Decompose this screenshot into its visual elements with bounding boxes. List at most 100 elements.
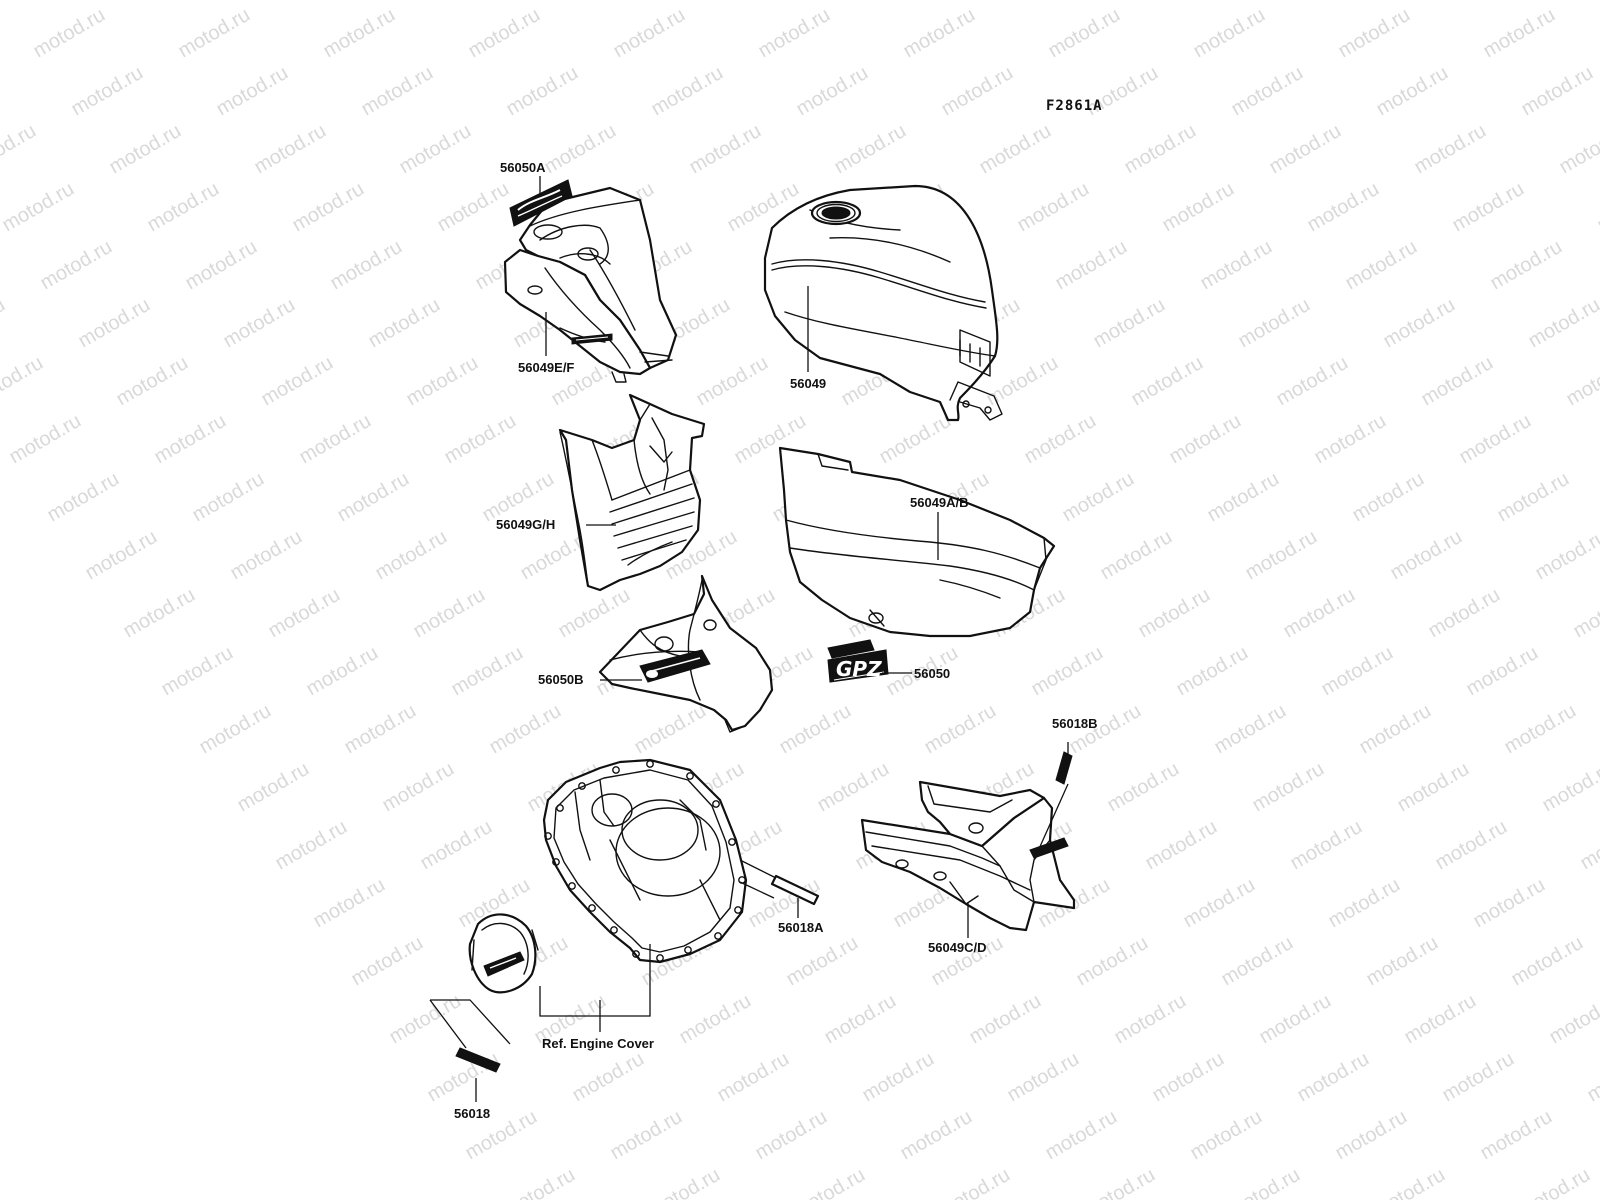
watermark-text: motod.ru <box>0 352 47 411</box>
watermark-text: motod.ru <box>75 294 154 353</box>
watermark-text: motod.ru <box>379 758 458 817</box>
tail-cowl <box>860 780 1076 932</box>
watermark-text: motod.ru <box>1411 120 1490 179</box>
label-56049EF: 56049E/F <box>518 360 574 375</box>
watermark-text: motod.ru <box>1097 526 1176 585</box>
watermark-text: motod.ru <box>1532 526 1600 585</box>
watermark-text: motod.ru <box>417 816 496 875</box>
watermark-text: motod.ru <box>1370 1164 1449 1200</box>
part-labels: 56050A 56049E/F 56049 56049G/H 56049A/B … <box>454 160 1098 1121</box>
bolt-hole <box>556 804 564 812</box>
watermark-text: motod.ru <box>234 758 313 817</box>
watermark-text: motod.ru <box>1363 932 1442 991</box>
watermark-text: motod.ru <box>327 236 406 295</box>
watermark-text: motod.ru <box>151 410 230 469</box>
watermark-text: motod.ru <box>1487 236 1566 295</box>
pickup-cover <box>468 913 539 994</box>
watermark-text: motod.ru <box>755 4 834 63</box>
watermark-text: motod.ru <box>1173 642 1252 701</box>
watermark-text: motod.ru <box>1477 1106 1556 1165</box>
watermark-text: motod.ru <box>441 410 520 469</box>
engine-cover-gasket <box>542 758 748 964</box>
watermark-text: motod.ru <box>1021 410 1100 469</box>
watermark-text: motod.ru <box>0 178 78 237</box>
watermark-text: motod.ru <box>1149 1048 1228 1107</box>
watermark-text: motod.ru <box>1104 758 1183 817</box>
watermark-text: motod.ru <box>1197 236 1276 295</box>
watermark-text: motod.ru <box>348 932 427 991</box>
watermark-text: motod.ru <box>693 352 772 411</box>
watermark-text: motod.ru <box>610 4 689 63</box>
watermark-text: motod.ru <box>1539 758 1600 817</box>
watermark-text: motod.ru <box>1332 1106 1411 1165</box>
watermark-text: motod.ru <box>1294 1048 1373 1107</box>
watermark-text: motod.ru <box>900 4 979 63</box>
watermark-text: motod.ru <box>921 700 1000 759</box>
decal-kawasaki-upper <box>509 179 573 227</box>
watermark-text: motod.ru <box>1004 1048 1083 1107</box>
emblem-56018B <box>1055 751 1073 785</box>
watermark-text: motod.ru <box>410 584 489 643</box>
watermark-text: motod.ru <box>1525 294 1600 353</box>
watermark-text: motod.ru <box>1325 874 1404 933</box>
watermark-text: motod.ru <box>272 816 351 875</box>
watermark-text: motod.ru <box>541 120 620 179</box>
watermark-text: motod.ru <box>1401 990 1480 1049</box>
watermark-text: motod.ru <box>1449 178 1528 237</box>
gasket-bolts <box>544 760 746 962</box>
watermark-text: motod.ru <box>1546 990 1600 1049</box>
watermark-text: motod.ru <box>358 62 437 121</box>
watermark-text: motod.ru <box>1187 1106 1266 1165</box>
watermark-text: motod.ru <box>258 352 337 411</box>
bolt-hole <box>544 832 552 840</box>
watermark-text: motod.ru <box>1059 468 1138 527</box>
watermark-text: motod.ru <box>1463 642 1542 701</box>
watermark-text: motod.ru <box>1480 4 1559 63</box>
watermark-text: motod.ru <box>714 1048 793 1107</box>
lower-cowl <box>598 574 774 733</box>
watermark-text: motod.ru <box>1318 642 1397 701</box>
watermark-text: motod.ru <box>196 700 275 759</box>
label-56049: 56049 <box>790 376 826 391</box>
watermark-text: motod.ru <box>289 178 368 237</box>
watermark-text: motod.ru <box>1508 932 1587 991</box>
watermark-text: motod.ru <box>1235 294 1314 353</box>
watermark-text: motod.ru <box>1007 0 1086 4</box>
bolt-hole <box>578 782 586 790</box>
watermark-text: motod.ru <box>1273 352 1352 411</box>
bolt-hole <box>656 954 664 962</box>
watermark-text: motod.ru <box>1152 0 1231 4</box>
watermark-text: motod.ru <box>37 236 116 295</box>
watermark-text: motod.ru <box>938 62 1017 121</box>
decal-gpz: GPZ <box>827 639 889 683</box>
watermark-text: motod.ru <box>572 0 651 4</box>
watermark-text: motod.ru <box>1256 990 1335 1049</box>
bolt-hole <box>712 800 720 808</box>
watermark-text: motod.ru <box>434 178 513 237</box>
watermark-text: motod.ru <box>717 0 796 4</box>
watermark-text: motod.ru <box>386 990 465 1049</box>
bolt-hole <box>552 858 560 866</box>
watermark-text: motod.ru <box>120 584 199 643</box>
bolt-hole <box>588 904 596 912</box>
watermark-text: motod.ru <box>158 642 237 701</box>
watermark-text: motod.ru <box>334 468 413 527</box>
watermark-text: motod.ru <box>1142 816 1221 875</box>
watermark-text: motod.ru <box>1211 700 1290 759</box>
emblem-56018 <box>455 1047 501 1073</box>
watermark-text: motod.ru <box>137 0 216 4</box>
watermark-text: motod.ru <box>783 932 862 991</box>
watermark-text: motod.ru <box>68 62 147 121</box>
watermark-text: motod.ru <box>1218 932 1297 991</box>
watermark-text: motod.ru <box>113 352 192 411</box>
watermark-text: motod.ru <box>1584 1048 1600 1107</box>
watermark-text: motod.ru <box>1356 700 1435 759</box>
watermark-text: motod.ru <box>30 4 109 63</box>
watermark-text: motod.ru <box>396 120 475 179</box>
watermark-text: motod.ru <box>1425 584 1504 643</box>
watermark-text: motod.ru <box>0 0 71 4</box>
label-ref-engine-cover: Ref. Engine Cover <box>542 1036 654 1051</box>
label-56049AB: 56049A/B <box>910 495 969 510</box>
watermark-text: motod.ru <box>1128 352 1207 411</box>
